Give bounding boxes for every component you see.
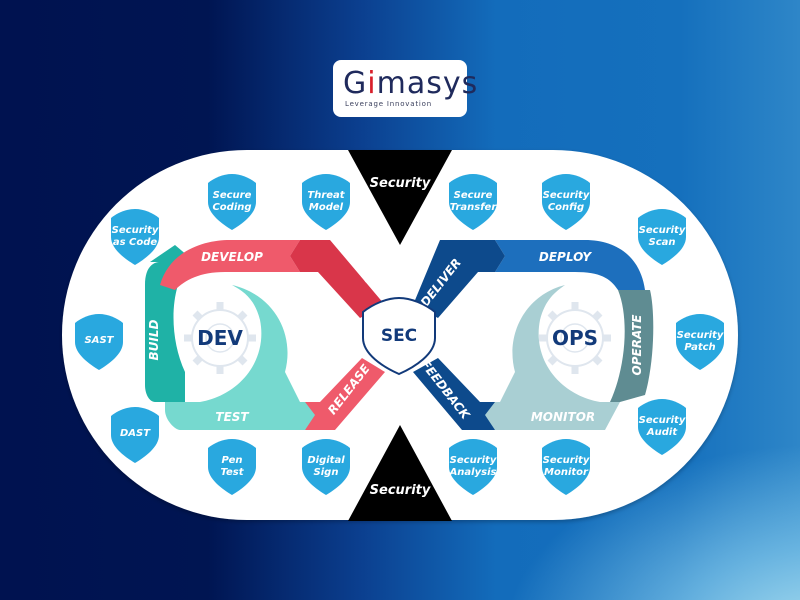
practice-label-line2: Model: [309, 202, 344, 213]
practice-label-line1: Digital: [307, 455, 345, 466]
feedback-band: [413, 358, 495, 430]
practice-label-line1: Security: [543, 455, 590, 466]
deploy-band: [495, 240, 645, 290]
practice-label-line2: Sign: [314, 467, 339, 478]
dev-hub-label: DEV: [197, 326, 243, 350]
practice-label-line1: Security: [639, 415, 686, 426]
stage-deploy: DEPLOY: [539, 250, 593, 264]
bottom-security-triangle: [348, 425, 452, 521]
practice-label-line1: Security: [639, 225, 686, 236]
practice-label-line1: Security: [450, 455, 497, 466]
practice-label-line2: Analysis: [449, 467, 497, 478]
practice-label-line1: Security: [677, 330, 724, 341]
bottom-security-label: Security: [370, 483, 431, 498]
practice-label-line2: Test: [220, 467, 244, 478]
operate-band: [610, 290, 654, 402]
practice-label-line2: Audit: [646, 427, 678, 438]
release-band: [305, 358, 385, 430]
practice-label-line1: Pen: [222, 455, 243, 466]
practice-label-line2: Scan: [649, 237, 676, 248]
plan-band: [290, 240, 385, 318]
stage-operate: OPERATE: [630, 314, 644, 376]
practice-label-line2: Monitor: [544, 467, 589, 478]
practice-label-line1: Threat: [307, 190, 345, 201]
monitor-arc: [500, 285, 600, 402]
dev-gear-icon: [184, 302, 256, 374]
practice-label-line1: SAST: [85, 335, 115, 346]
test-band: [165, 402, 320, 430]
stage-test: TEST: [215, 410, 249, 424]
monitor-band: [480, 402, 620, 430]
practice-label-line1: Security: [543, 190, 590, 201]
practice-label-line1: Secure: [454, 190, 493, 201]
practice-label-line2: Patch: [684, 342, 715, 353]
practice-label-line2: Coding: [212, 202, 251, 213]
top-security-label: Security: [370, 176, 431, 191]
ops-hub-label: OPS: [552, 326, 598, 350]
practice-shield: DAST: [111, 407, 159, 463]
stage-monitor: MONITOR: [531, 410, 595, 424]
ops-loop: [413, 240, 654, 430]
sec-shield-icon: [362, 296, 436, 376]
develop-band: [160, 240, 300, 290]
practice-shield: SAST: [75, 314, 123, 370]
ops-gear-icon: [539, 302, 611, 374]
sec-center-label: SEC: [381, 326, 417, 346]
test-arc: [200, 285, 300, 402]
stage-build: BUILD: [147, 319, 161, 360]
logo-wordmark: Gimasys: [343, 66, 479, 101]
deliver-band: [413, 240, 505, 318]
practice-label-line2: as Code: [113, 237, 158, 248]
gimasys-logo: Gimasys Leverage Innovation: [333, 60, 477, 117]
practice-label-line1: DAST: [120, 428, 151, 439]
top-security-triangle: [348, 150, 452, 245]
build-band: [145, 262, 190, 402]
practice-label-line2: Transfer: [450, 202, 498, 213]
logo-tagline: Leverage Innovation: [345, 100, 432, 108]
dev-loop: [145, 240, 385, 430]
practice-label-line1: Security: [112, 225, 159, 236]
stage-develop: DEVELOP: [201, 250, 263, 264]
practice-label-line1: Secure: [213, 190, 252, 201]
practice-label-line2: Config: [548, 202, 584, 213]
